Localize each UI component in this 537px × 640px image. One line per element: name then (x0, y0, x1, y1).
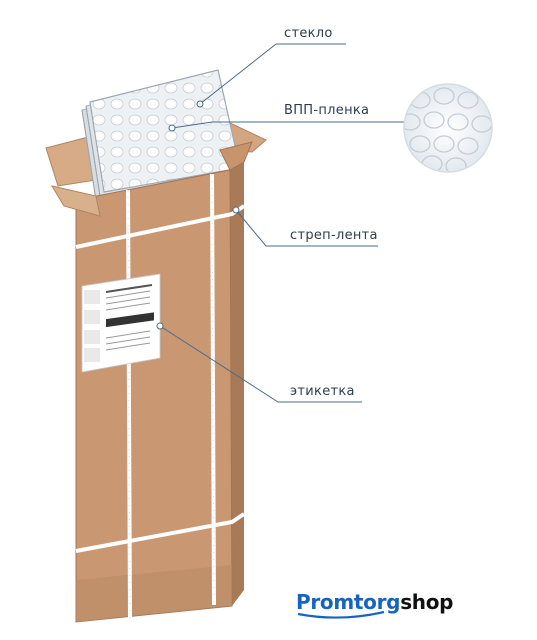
callout-lines (159, 43, 378, 403)
box-back-flaps (45, 121, 267, 187)
brand-sub-text: shop (400, 590, 454, 614)
strap-bands (75, 173, 246, 619)
shipping-label (81, 273, 161, 373)
bubble-film-zoom (362, 83, 493, 173)
callout-film: ВПП-пленка (284, 103, 370, 118)
callout-dots (156, 100, 240, 330)
brand-main-text: Promtorg (296, 590, 401, 614)
cardboard-box (50, 141, 253, 623)
callout-strap: стреп-лента (290, 228, 378, 243)
strap-leader (235, 209, 378, 247)
film-leader (171, 121, 362, 129)
callout-glass: стекло (284, 26, 333, 41)
brand-logo: Promtorgshop (296, 590, 453, 614)
brand-swoosh (297, 610, 385, 619)
callout-label: этикетка (290, 384, 355, 399)
glass-leader (199, 43, 346, 105)
label-leader (159, 325, 362, 403)
